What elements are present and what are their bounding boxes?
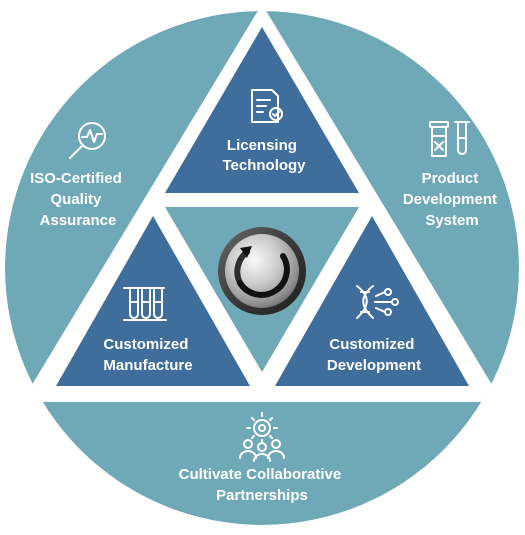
vial-tube-icon xyxy=(429,121,470,157)
team-gear-icon xyxy=(239,412,285,462)
ring-separator-band xyxy=(5,386,519,402)
manufacture-label: Customized Manufacture xyxy=(103,336,192,374)
development-triangle xyxy=(275,216,469,386)
partnerships-label: Cultivate Collaborative Partnerships xyxy=(179,466,346,504)
development-label: Customized Development xyxy=(327,336,421,374)
licensing-triangle xyxy=(165,27,359,193)
iso-label: ISO-Certified Quality Assurance xyxy=(30,170,126,229)
analysis-magnifier-icon xyxy=(69,122,106,159)
licensing-label: Licensing Technology xyxy=(222,137,306,174)
product-label: Product Development System xyxy=(403,170,501,229)
certificate-icon xyxy=(251,89,283,123)
test-tubes-icon xyxy=(123,287,167,321)
cycle-knob-icon xyxy=(218,227,306,315)
dna-icon xyxy=(356,285,399,319)
